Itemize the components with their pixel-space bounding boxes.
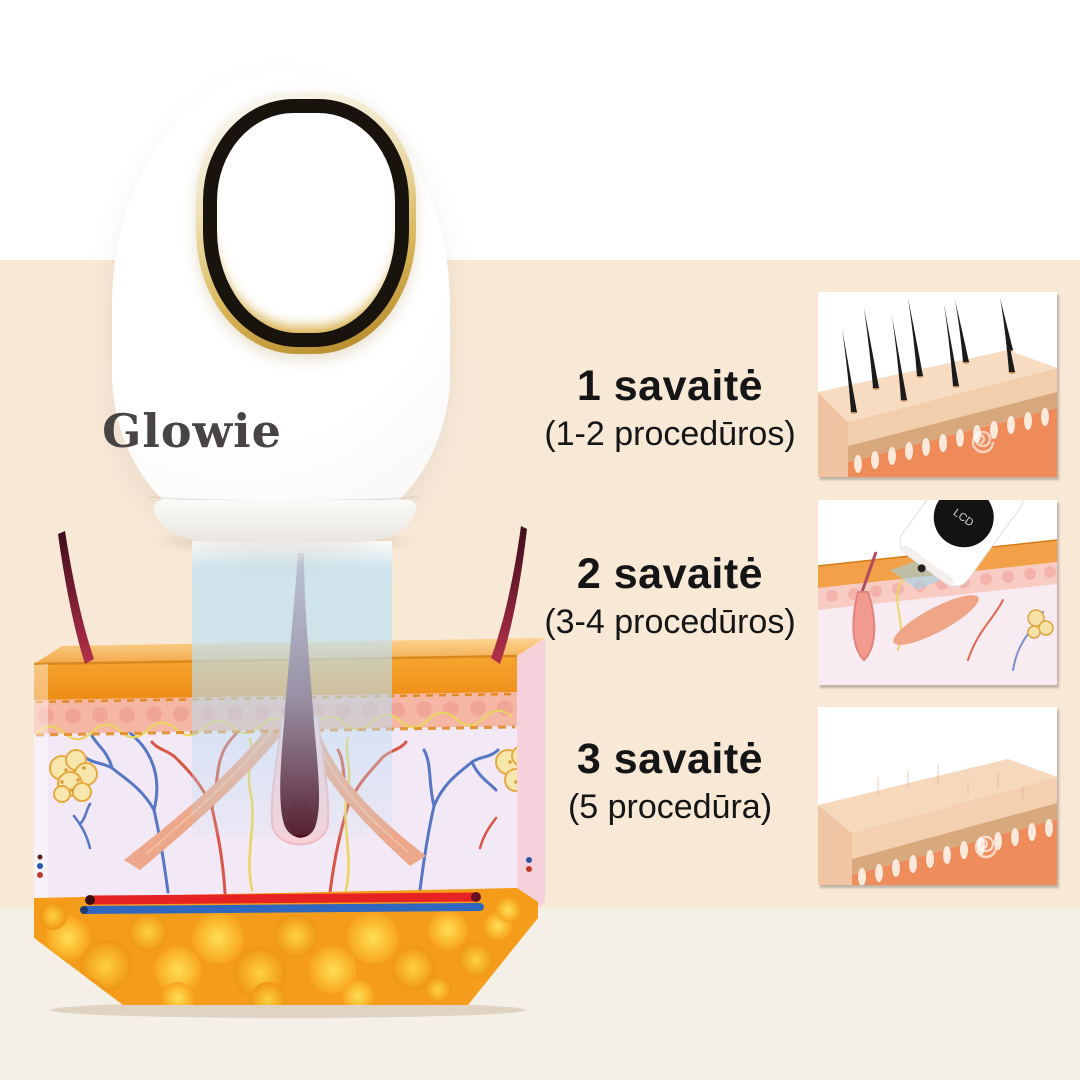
fat-globules [39, 898, 520, 1005]
mini-hair-shaft [860, 551, 878, 593]
step-1-title: 1 savaitė [576, 362, 764, 410]
mini-gland [1027, 609, 1054, 639]
watermark-spiral-icon [971, 430, 995, 454]
skin-texture-strokes [877, 765, 1024, 799]
step-3-subtitle: (5 procedūra) [567, 788, 773, 827]
step-3-title: 3 savaitė [576, 735, 764, 783]
right-hair [491, 526, 527, 664]
device-display [933, 500, 994, 548]
step-1-label: 1 savaitė (1-2 procedūros) [478, 362, 862, 454]
ipl-device-treating-skin-illustration: LCD [818, 500, 1057, 685]
mini-muscle [893, 595, 979, 645]
step-2-image: LCD [818, 500, 1057, 685]
left-hair [58, 531, 94, 664]
step-3-label: 3 savaitė (5 procedūra) [478, 735, 862, 827]
smooth-skin-illustration [818, 759, 1057, 885]
side-vessel-dots [37, 854, 532, 878]
step-1-subtitle: (1-2 procedūros) [544, 415, 796, 454]
step-3-image [818, 707, 1057, 885]
step-1-image [818, 292, 1057, 477]
mini-device: LCD [899, 500, 1024, 587]
watermark-spiral-icon [974, 835, 998, 859]
mini-follicle [852, 591, 876, 662]
artery-vein [80, 892, 484, 914]
flash-window [203, 99, 409, 347]
skin-block-ground-shadow [50, 1002, 526, 1018]
ipl-light-beam [192, 541, 392, 835]
dermal-teeth [854, 408, 1049, 473]
step-2-title: 2 savaitė [576, 550, 764, 598]
ipl-device [112, 72, 450, 542]
brand-logo-text: Glowie [102, 404, 282, 458]
step-2-label: 2 savaitė (3-4 procedūros) [478, 550, 862, 642]
right-side-face [517, 639, 545, 926]
hairs [842, 298, 1015, 412]
device-base [154, 500, 416, 542]
flash-window-ring [196, 92, 416, 354]
dermal-teeth [858, 819, 1053, 885]
step-2-subtitle: (3-4 procedūros) [544, 603, 796, 642]
skin-with-hairs-illustration [818, 298, 1057, 477]
left-side-highlight [34, 664, 48, 940]
